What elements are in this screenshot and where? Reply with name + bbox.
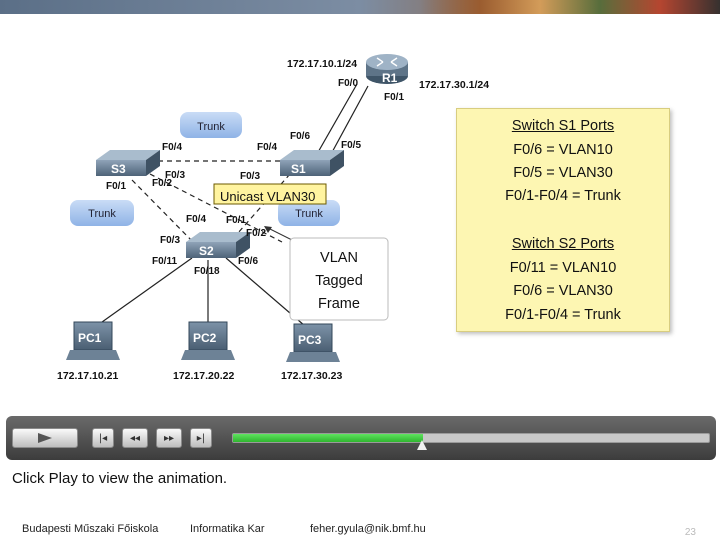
- header-banner: [0, 0, 720, 14]
- trunk-bubble-right: Trunk: [278, 200, 340, 226]
- svg-text:Trunk: Trunk: [197, 121, 225, 133]
- port-label: F0/5: [341, 140, 361, 151]
- play-button[interactable]: [12, 428, 78, 448]
- router-ip-left: 172.17.10.1/24: [287, 58, 357, 70]
- skip-end-button[interactable]: ▸|: [190, 428, 212, 448]
- s1-port-row: F0/5 = VLAN30: [513, 165, 613, 181]
- port-assignment-box: Switch S1 Ports F0/6 = VLAN10 F0/5 = VLA…: [456, 108, 670, 332]
- s2-ports-title: Switch S2 Ports: [511, 236, 615, 252]
- play-icon: [38, 433, 52, 443]
- pc1-ip: 172.17.10.21: [57, 370, 118, 382]
- svg-text:Trunk: Trunk: [88, 208, 116, 220]
- skip-start-button[interactable]: |◂: [92, 428, 114, 448]
- trunk-s3-s2-f03: [149, 173, 283, 243]
- port-label: F0/2: [246, 228, 266, 239]
- pc2-ip: 172.17.20.22: [173, 370, 234, 382]
- port-label: F0/11: [152, 256, 177, 267]
- header-photo-strip: [420, 0, 720, 14]
- pc-pc3[interactable]: PC3: [286, 323, 340, 362]
- s1-ports-title: Switch S1 Ports: [511, 118, 615, 134]
- topology-svg: R1 172.17.10.1/24 172.17.30.1/24 F0/0 F0…: [57, 54, 489, 382]
- fast-forward-icon: ▸▸: [163, 432, 175, 444]
- skip-end-icon: ▸|: [196, 432, 206, 444]
- switch-name: S2: [199, 244, 214, 258]
- port-label: F0/0: [338, 78, 358, 89]
- switch-name: S1: [291, 162, 306, 176]
- port-label: F0/4: [186, 214, 206, 225]
- s2-port-row: F0/1-F0/4 = Trunk: [505, 307, 621, 323]
- rewind-icon: ◂◂: [129, 432, 141, 444]
- port-label: F0/4: [162, 142, 182, 153]
- router-ip-right: 172.17.30.1/24: [419, 79, 489, 91]
- s1-port-row: F0/1-F0/4 = Trunk: [505, 188, 621, 204]
- progress-track[interactable]: [232, 433, 710, 443]
- progress-thumb[interactable]: [417, 440, 428, 450]
- switch-s3[interactable]: S3: [96, 150, 160, 176]
- rewind-button[interactable]: ◂◂: [122, 428, 148, 448]
- port-label: F0/3: [240, 171, 260, 182]
- port-label: F0/1: [226, 215, 246, 226]
- pc-pc1[interactable]: PC1: [66, 321, 120, 360]
- pc-name: PC2: [193, 331, 217, 345]
- switch-s2[interactable]: S2: [186, 232, 250, 258]
- s2-port-row: F0/6 = VLAN30: [513, 283, 613, 299]
- port-labels: F0/6 F0/5 F0/4 F0/3 F0/1 F0/4 F0/3 F0/1 …: [106, 131, 361, 277]
- switch-s1[interactable]: S1: [280, 150, 344, 176]
- trunk-bubble-left: Trunk: [70, 200, 134, 226]
- trunk-s3-s2-f01: [131, 179, 196, 245]
- link-r1-s1-f06: [316, 83, 358, 155]
- skip-start-icon: |◂: [98, 432, 108, 444]
- port-label: F0/3: [160, 235, 180, 246]
- pc-name: PC1: [78, 331, 102, 345]
- trunk-bubble-top: Trunk: [180, 112, 242, 138]
- fast-forward-button[interactable]: ▸▸: [156, 428, 182, 448]
- router-name: R1: [382, 71, 398, 85]
- port-label: F0/4: [257, 142, 277, 153]
- animation-player: |◂ ◂◂ ▸▸ ▸|: [6, 416, 716, 460]
- network-diagram: R1 172.17.10.1/24 172.17.30.1/24 F0/0 F0…: [0, 14, 720, 414]
- pc-name: PC3: [298, 333, 322, 347]
- frame-label: Unicast VLAN30: [220, 189, 315, 204]
- progress-fill: [233, 434, 424, 442]
- callout-line3: Frame: [318, 296, 360, 312]
- port-label: F0/6: [290, 131, 310, 142]
- port-label: F0/1: [106, 181, 126, 192]
- link-s2-pc1: [87, 257, 193, 333]
- unicast-frame: Unicast VLAN30: [213, 183, 327, 205]
- port-label: F0/2: [152, 178, 172, 189]
- s1-port-row: F0/6 = VLAN10: [513, 142, 613, 158]
- svg-text:Trunk: Trunk: [295, 208, 323, 220]
- port-label: F0/6: [238, 256, 258, 267]
- trunk-s1-s2: [229, 173, 291, 243]
- vlan-tagged-callout: VLAN Tagged Frame: [264, 226, 389, 321]
- links: [87, 83, 369, 333]
- link-r1-s1-f05: [329, 85, 369, 157]
- footer-dept: Informatika Kar: [190, 523, 265, 535]
- s2-port-row: F0/11 = VLAN10: [509, 260, 617, 276]
- port-label: F0/18: [194, 266, 220, 277]
- pc-pc2[interactable]: PC2: [181, 321, 235, 360]
- instruction-caption: Click Play to view the animation.: [12, 470, 228, 487]
- page-number: 23: [684, 527, 696, 538]
- callout-line1: VLAN: [320, 250, 358, 266]
- footer-email: feher.gyula@nik.bmf.hu: [310, 523, 426, 535]
- callout-line2: Tagged: [315, 273, 363, 289]
- switch-name: S3: [111, 162, 126, 176]
- footer-school: Budapesti Műszaki Főiskola: [22, 523, 159, 535]
- router-r1[interactable]: R1: [366, 54, 408, 85]
- pc3-ip: 172.17.30.23: [281, 370, 342, 382]
- port-label: F0/3: [165, 170, 185, 181]
- port-label: F0/1: [384, 92, 404, 103]
